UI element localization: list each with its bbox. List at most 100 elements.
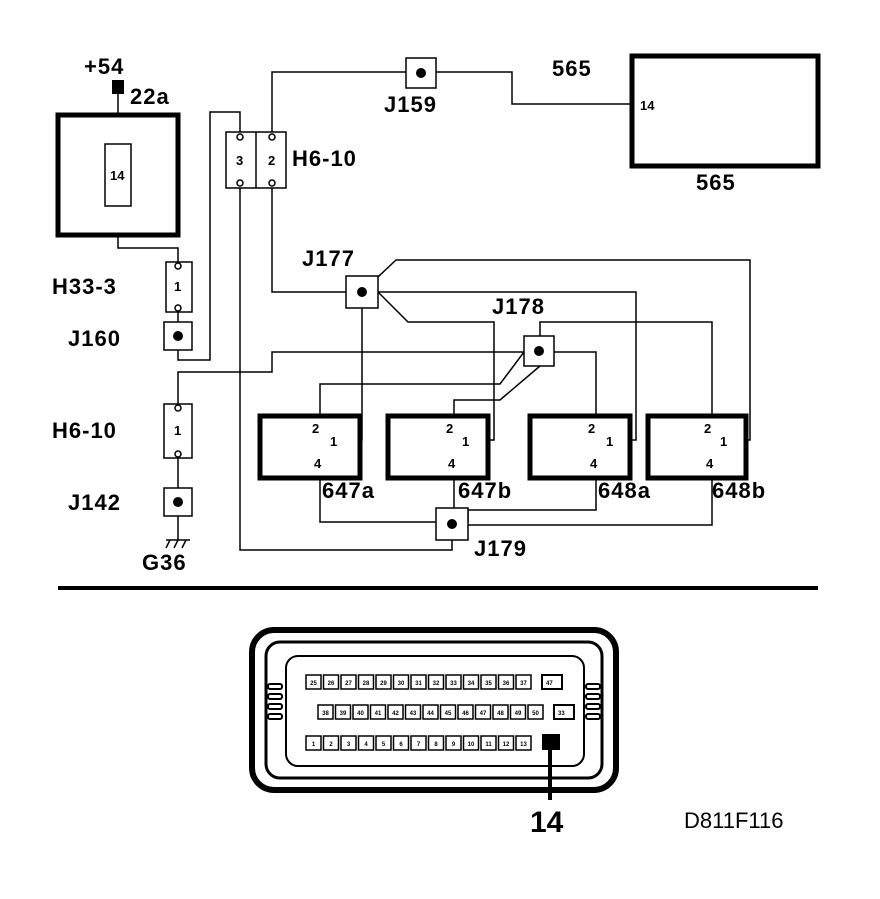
extra-pin-top: 47	[546, 681, 553, 687]
connector-pin	[462, 674, 480, 690]
label-22a: 22a	[130, 84, 170, 109]
connector-pin-label: 7	[417, 742, 421, 748]
connector-pin-label: 44	[427, 711, 434, 717]
j178-junction	[523, 335, 555, 367]
h6top-pin-2: 2	[268, 153, 275, 168]
h6left-pin: 1	[174, 423, 181, 438]
label-565-bottom: 565	[696, 170, 736, 195]
connector-pin	[392, 735, 410, 751]
label-h6-10-top: H6-10	[292, 146, 357, 171]
connector-pin	[462, 735, 480, 751]
connector-pin-label: 25	[310, 681, 317, 687]
connector-pin-label: 2	[329, 742, 333, 748]
svg-text:4: 4	[706, 456, 714, 471]
svg-text:1: 1	[330, 434, 337, 449]
connector-pin	[369, 704, 387, 720]
connector-pin	[375, 674, 392, 690]
label-j160: J160	[68, 326, 121, 351]
connector-pin	[410, 735, 427, 751]
connector-pin-label: 36	[503, 681, 510, 687]
label-plus54: +54	[84, 54, 124, 79]
connector-pin	[422, 704, 439, 720]
connector-pin-label: 42	[392, 711, 399, 717]
module-565-pin: 14	[640, 98, 655, 113]
connector-pin	[480, 674, 497, 690]
module-565: 14	[629, 53, 821, 169]
connector-pin-label: 35	[485, 681, 492, 687]
connector-pin-label: 45	[445, 711, 452, 717]
connector-pin	[515, 674, 532, 690]
svg-text:2: 2	[446, 421, 453, 436]
connector-pin	[457, 704, 474, 720]
label-h6-10-left: H6-10	[52, 418, 117, 443]
connector-pin-label: 49	[515, 711, 522, 717]
wires	[117, 71, 751, 551]
connector-pin-label: 32	[433, 681, 440, 687]
connector-pin	[445, 735, 462, 751]
connector-pin	[340, 735, 357, 751]
label-648a: 648a	[598, 478, 651, 503]
connector-pin-label: 4	[364, 742, 368, 748]
connector-pin	[474, 704, 492, 720]
relay-647b: 2 1 4	[385, 413, 491, 481]
connector-pin	[527, 704, 544, 720]
h33-pin: 1	[174, 279, 181, 294]
svg-text:2: 2	[588, 421, 595, 436]
connector-pin	[439, 704, 457, 720]
relay-648a: 2 1 4	[527, 413, 633, 481]
connector-pin	[497, 735, 515, 751]
connector-pin	[387, 704, 404, 720]
connector-pin-label: 47	[480, 711, 487, 717]
connector-pin-label: 13	[520, 742, 527, 748]
connector-pin-label: 6	[399, 742, 403, 748]
label-647b: 647b	[458, 478, 512, 503]
connector-pin	[480, 735, 497, 751]
label-j178: J178	[492, 294, 545, 319]
svg-text:1: 1	[606, 434, 613, 449]
connector-pin	[305, 735, 322, 751]
label-565-top: 565	[552, 56, 592, 81]
ground-icon	[165, 539, 190, 549]
j159-junction	[405, 57, 437, 89]
connector-pin	[515, 735, 532, 751]
connector-pin	[492, 704, 509, 720]
pin-14-highlight	[542, 734, 560, 750]
fuse-pin-label: 14	[110, 168, 125, 183]
connector-pin-label: 12	[503, 742, 510, 748]
connector-pin	[410, 674, 427, 690]
connector-pin-label: 39	[340, 711, 347, 717]
connector-pin-label: 43	[410, 711, 417, 717]
connector-pin-label: 30	[398, 681, 405, 687]
svg-text:2: 2	[312, 421, 319, 436]
connector-pin-label: 10	[468, 742, 475, 748]
h6top-pin-3: 3	[236, 153, 243, 168]
connector-pin-label: 5	[382, 742, 386, 748]
connector-pin-callout: 14	[530, 806, 564, 839]
connector-pin-label: 9	[452, 742, 456, 748]
connector-pin-label: 11	[485, 742, 492, 748]
svg-text:4: 4	[590, 456, 598, 471]
connector-pin	[352, 704, 369, 720]
connector-pin	[375, 735, 392, 751]
connector-pin	[334, 704, 352, 720]
figure-id: D811F116	[684, 808, 783, 833]
connector-pin	[427, 735, 445, 751]
connector-pin-label: 48	[497, 711, 504, 717]
connector-pin	[357, 735, 375, 751]
connector-pin-label: 46	[462, 711, 469, 717]
connector-pin-label: 38	[322, 711, 329, 717]
connector-pin-label: 33	[450, 681, 457, 687]
j160-junction	[163, 321, 193, 351]
relay-648b: 2 1 4	[645, 413, 749, 481]
j177-junction	[345, 275, 379, 309]
label-g36: G36	[142, 550, 187, 575]
connector-pin-label: 8	[434, 742, 438, 748]
connector-pin-label: 40	[357, 711, 364, 717]
label-j179: J179	[474, 536, 527, 561]
connector-pin-label: 37	[520, 681, 527, 687]
svg-text:2: 2	[704, 421, 711, 436]
